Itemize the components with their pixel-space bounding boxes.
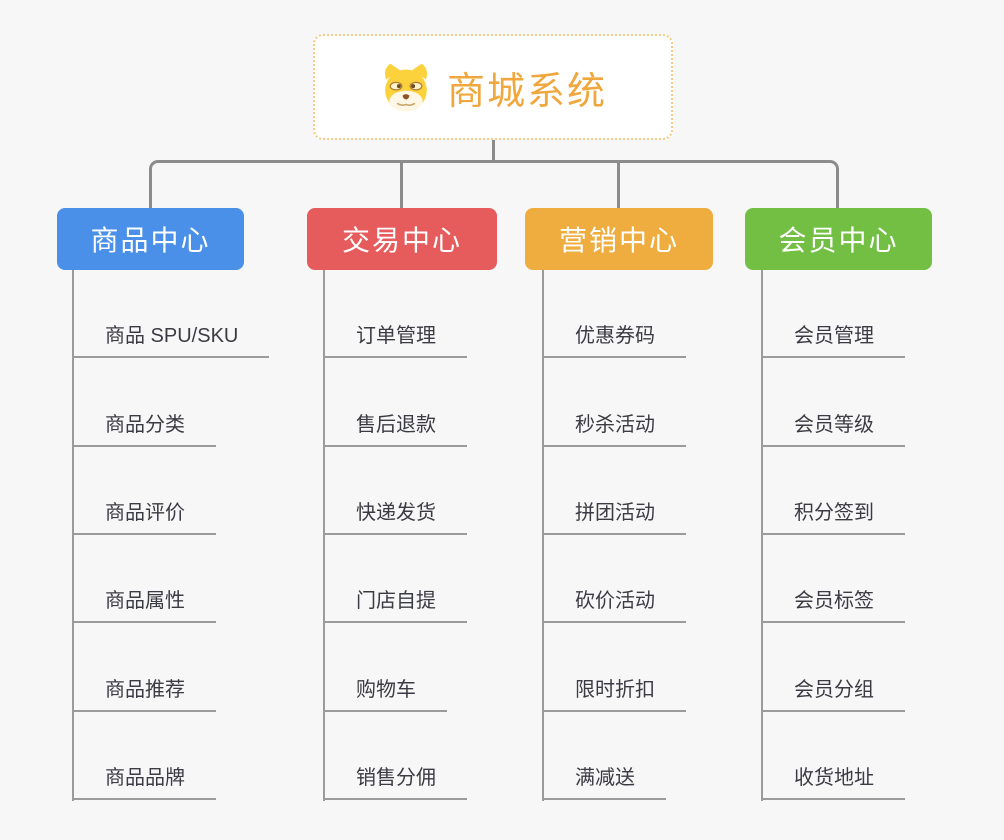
- trunk-line-product: [72, 269, 74, 801]
- connector-horizontal-bus: [164, 160, 824, 163]
- connector-drop-marketing: [617, 161, 620, 208]
- leaf-node-coupon-code[interactable]: 优惠券码: [542, 270, 686, 359]
- leaf-node-flash-sale[interactable]: 秒杀活动: [542, 358, 686, 447]
- leaf-node-shopping-cart[interactable]: 购物车: [323, 623, 447, 712]
- leaf-node-product-spu-sku[interactable]: 商品 SPU/SKU: [72, 270, 270, 359]
- leaf-node-sales-commission[interactable]: 销售分佣: [323, 712, 467, 800]
- leaf-node-member-management[interactable]: 会员管理: [761, 270, 905, 359]
- leaf-node-time-limited-discount[interactable]: 限时折扣: [542, 623, 686, 712]
- leaf-node-member-tag[interactable]: 会员标签: [761, 535, 905, 624]
- leaf-node-product-category[interactable]: 商品分类: [72, 358, 216, 447]
- connector-corner-right: [822, 160, 839, 208]
- root-node[interactable]: 商城系统: [313, 34, 673, 140]
- trunk-line-member: [761, 269, 763, 801]
- doge-face-icon: [384, 63, 428, 112]
- leaf-node-store-pickup[interactable]: 门店自提: [323, 535, 467, 624]
- branch-node-member-center[interactable]: 会员中心: [745, 208, 932, 270]
- branch-children-product: 商品 SPU/SKU 商品分类 商品评价 商品属性 商品推荐 商品品牌: [72, 270, 270, 800]
- branch-node-marketing-center[interactable]: 营销中心: [525, 208, 713, 270]
- leaf-node-product-recommend[interactable]: 商品推荐: [72, 623, 216, 712]
- trunk-line-marketing: [542, 269, 544, 801]
- leaf-node-express-delivery[interactable]: 快递发货: [323, 447, 467, 535]
- trunk-line-trade: [323, 269, 325, 801]
- connector-root-drop: [492, 139, 495, 163]
- leaf-node-bargain-activity[interactable]: 砍价活动: [542, 535, 686, 624]
- connector-corner-left: [149, 160, 166, 208]
- connector-drop-trade: [400, 161, 403, 208]
- leaf-node-product-brand[interactable]: 商品品牌: [72, 712, 216, 800]
- leaf-node-aftersale-refund[interactable]: 售后退款: [323, 358, 467, 447]
- leaf-node-product-attribute[interactable]: 商品属性: [72, 535, 216, 624]
- branch-node-trade-center[interactable]: 交易中心: [307, 208, 497, 270]
- branch-children-marketing: 优惠券码 秒杀活动 拼团活动 砍价活动 限时折扣 满减送: [542, 270, 686, 800]
- leaf-node-member-group[interactable]: 会员分组: [761, 623, 905, 712]
- leaf-node-points-checkin[interactable]: 积分签到: [761, 447, 905, 535]
- leaf-node-full-reduction[interactable]: 满减送: [542, 712, 666, 800]
- branch-children-trade: 订单管理 售后退款 快递发货 门店自提 购物车 销售分佣: [323, 270, 467, 800]
- leaf-node-product-review[interactable]: 商品评价: [72, 447, 216, 535]
- branch-children-member: 会员管理 会员等级 积分签到 会员标签 会员分组 收货地址: [761, 270, 905, 800]
- leaf-node-shipping-address[interactable]: 收货地址: [761, 712, 905, 800]
- root-title: 商城系统: [446, 70, 607, 113]
- leaf-node-member-level[interactable]: 会员等级: [761, 358, 905, 447]
- branch-node-product-center[interactable]: 商品中心: [57, 208, 244, 270]
- leaf-node-order-management[interactable]: 订单管理: [323, 270, 467, 359]
- leaf-node-group-buying[interactable]: 拼团活动: [542, 447, 686, 535]
